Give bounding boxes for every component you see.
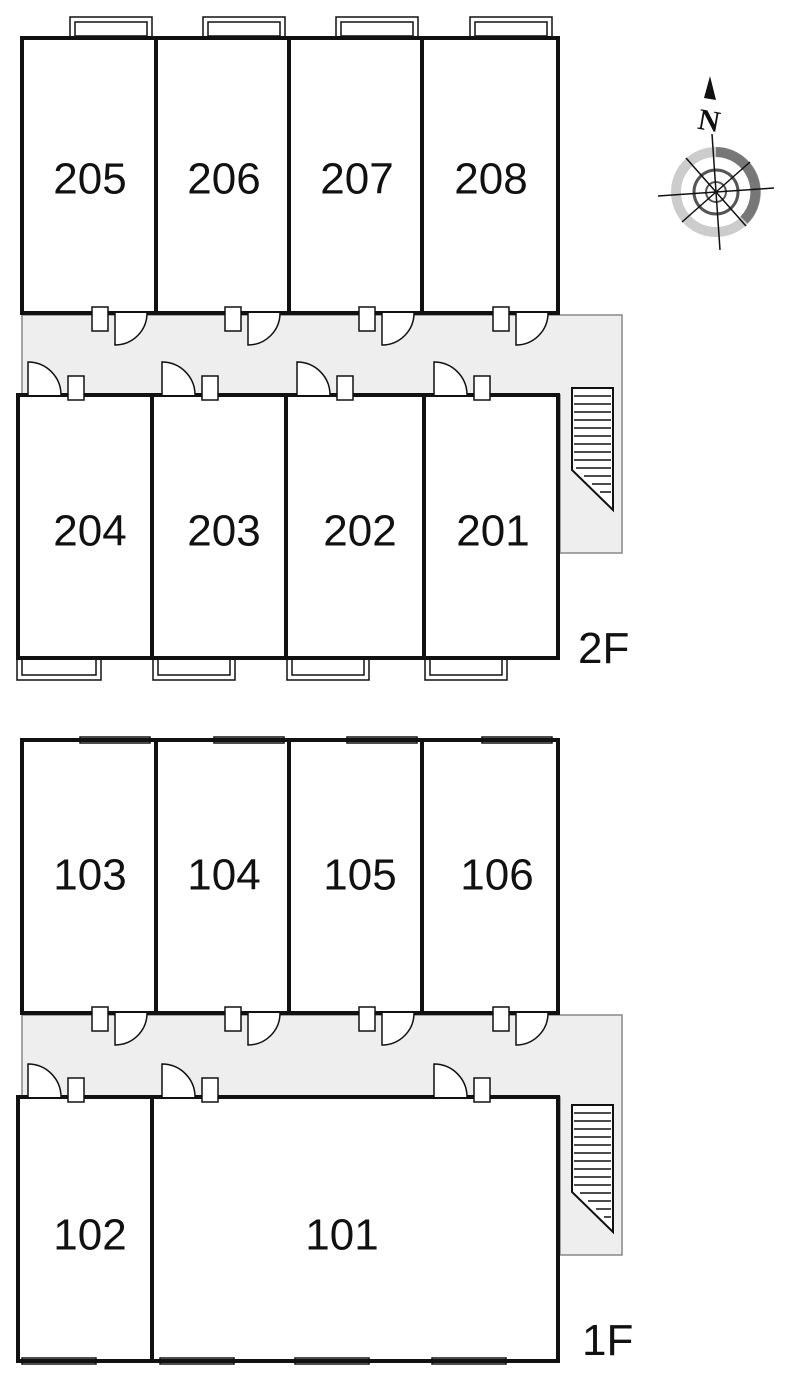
room-label: 101 [305,1211,378,1260]
doors-1f-back [91,1006,549,1046]
compass-rose-icon: N [657,76,775,251]
room-label: 102 [53,1211,126,1260]
windows-1f [21,736,553,1365]
room-label: 105 [323,851,396,900]
rooms-2f-front [16,393,560,660]
room-label: 208 [454,155,527,204]
room-label: 104 [187,851,260,900]
balconies-2f-back [69,16,553,40]
room-label: 106 [460,851,533,900]
room-label: 202 [323,507,396,556]
room-label: 203 [187,507,260,556]
staircase-1f [571,1104,614,1235]
floor-label-2f: 2F [578,624,629,673]
room-label: 204 [53,507,126,556]
room-label: 206 [187,155,260,204]
floor-1f: 103 104 105 106 102 101 1F [16,736,633,1365]
rooms-1f-back [20,738,560,1015]
doors-2f-back [91,306,549,346]
rooms-2f-back [20,36,560,315]
doors-2f-front [27,361,491,401]
staircase-2f [571,387,614,513]
room-label: 207 [320,155,393,204]
floor-label-1f: 1F [582,1316,633,1365]
floor-2f: 205 206 207 208 204 203 202 201 2F [16,16,629,681]
doors-1f-front [27,1063,491,1103]
room-label: 205 [53,155,126,204]
compass-north-label: N [696,103,723,139]
room-label: 103 [53,851,126,900]
room-label: 201 [456,507,529,556]
rooms-1f-front [16,1095,560,1363]
